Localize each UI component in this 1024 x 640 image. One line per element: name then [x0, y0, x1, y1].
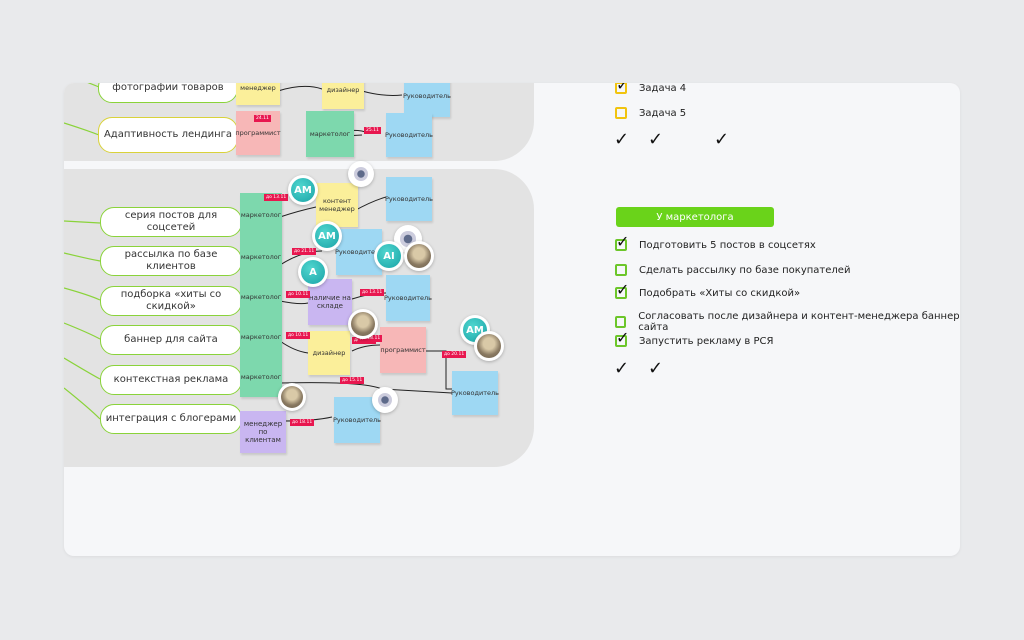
sticky-note[interactable]: маркетолог	[240, 357, 282, 397]
checklist-label: Задача 5	[639, 108, 686, 119]
user-avatar[interactable]: AI	[374, 241, 404, 271]
avatar-initials: AM	[315, 224, 339, 248]
task-pill[interactable]: интеграция с блогерами	[100, 404, 242, 434]
check-icon: ✓	[616, 234, 629, 250]
checklist-label: Сделать рассылку по базе покупателей	[639, 265, 850, 276]
checklist-item[interactable]: ✓ Подобрать «Хиты со скидкой»	[615, 287, 800, 299]
check-icon: ✓	[648, 358, 663, 379]
deadline-tag: до 13.11	[360, 289, 384, 296]
task-pill[interactable]: подборка «хиты со скидкой»	[100, 286, 242, 316]
checkbox[interactable]: ✓	[615, 287, 627, 299]
sticky-note[interactable]: Руководитель	[386, 177, 432, 221]
avatar-photo	[281, 386, 304, 409]
sticky-note[interactable]: Руководитель	[386, 275, 430, 321]
sticky-note[interactable]: маркетолог	[306, 111, 354, 157]
task-pill[interactable]: Адаптивность лендинга	[98, 117, 238, 153]
check-icon: ✓	[714, 129, 729, 150]
deadline-tag: до 10.11	[286, 332, 310, 339]
check-icon: ✓	[614, 129, 629, 150]
checklist-item[interactable]: ✓ Задача 4	[615, 83, 686, 94]
check-icon: ✓	[616, 282, 629, 298]
deadline-tag: до 10.11	[286, 291, 310, 298]
deadline-tag: 25.11	[364, 127, 381, 134]
sticky-note[interactable]: Руководитель	[404, 83, 450, 117]
deadline-tag: до 13.11	[264, 194, 288, 201]
checkbox[interactable]: ✓	[615, 335, 627, 347]
checklist-item[interactable]: Согласовать после дизайнера и контент-ме…	[615, 311, 960, 333]
section-header[interactable]: У маркетолога	[616, 207, 774, 227]
user-avatar[interactable]: A	[298, 257, 328, 287]
whiteboard-canvas[interactable]: фотографии товаров Адаптивность лендинга…	[64, 83, 960, 556]
deadline-tag: до 20.11	[442, 351, 466, 358]
sticky-note[interactable]: маркетолог	[240, 237, 282, 277]
user-avatar[interactable]	[348, 309, 378, 339]
user-avatar[interactable]	[404, 241, 434, 271]
sticky-note[interactable]: программист	[380, 327, 426, 373]
user-avatar[interactable]	[372, 387, 398, 413]
sticky-note[interactable]: маркетолог	[240, 277, 282, 317]
avatar-photo	[477, 334, 502, 359]
avatar-initials: AI	[377, 244, 401, 268]
sticky-note[interactable]: дизайнер	[308, 331, 350, 375]
avatar-initials: A	[301, 260, 325, 284]
checkbox[interactable]: ✓	[615, 239, 627, 251]
sticky-note[interactable]: дизайнер	[322, 83, 364, 109]
checkbox[interactable]	[615, 107, 627, 119]
check-icon: ✓	[616, 330, 629, 346]
task-pill[interactable]: рассылка по базе клиентов	[100, 246, 242, 276]
checkbox[interactable]: ✓	[615, 83, 627, 94]
company-logo-icon	[378, 393, 392, 407]
user-avatar[interactable]	[348, 161, 374, 187]
sticky-note[interactable]: маркетолог	[240, 317, 282, 357]
checklist-label: Подобрать «Хиты со скидкой»	[639, 288, 800, 299]
checkbox[interactable]	[615, 316, 626, 328]
sticky-note[interactable]: менеджер	[236, 83, 280, 105]
checklist-label: Согласовать после дизайнера и контент-ме…	[638, 311, 960, 333]
deadline-tag: 24.11	[254, 115, 271, 122]
checklist-label: Запустить рекламу в РСЯ	[639, 336, 773, 347]
company-logo-icon	[354, 167, 368, 181]
checklist-item[interactable]: Задача 5	[615, 107, 686, 119]
task-pill[interactable]: серия постов для соцсетей	[100, 207, 242, 237]
task-pill[interactable]: баннер для сайта	[100, 325, 242, 355]
deadline-tag: до 18.11	[290, 419, 314, 426]
check-icon: ✓	[614, 358, 629, 379]
sticky-note[interactable]: Руководитель	[452, 371, 498, 415]
checklist-item[interactable]: ✓ Подготовить 5 постов в соцсетях	[615, 239, 816, 251]
avatar-photo	[407, 244, 432, 269]
user-avatar[interactable]: AM	[312, 221, 342, 251]
sticky-note[interactable]: Руководитель	[386, 113, 432, 157]
checklist-label: Задача 4	[639, 83, 686, 94]
deadline-tag: до 21.11	[292, 248, 316, 255]
task-pill[interactable]: контекстная реклама	[100, 365, 242, 395]
checkbox[interactable]	[615, 264, 627, 276]
user-avatar[interactable]	[278, 383, 306, 411]
user-avatar[interactable]	[474, 331, 504, 361]
user-avatar[interactable]: AM	[288, 175, 318, 205]
checklist-item[interactable]: ✓ Запустить рекламу в РСЯ	[615, 335, 773, 347]
check-icon: ✓	[648, 129, 663, 150]
checklist-item[interactable]: Сделать рассылку по базе покупателей	[615, 264, 850, 276]
sticky-note[interactable]: менеджер по клиентам	[240, 411, 286, 453]
avatar-initials: AM	[291, 178, 315, 202]
avatar-photo	[351, 312, 376, 337]
sticky-note[interactable]: контент менеджер	[316, 183, 358, 227]
task-pill[interactable]: фотографии товаров	[98, 83, 238, 103]
deadline-tag: до 15.11	[340, 377, 364, 384]
checklist-label: Подготовить 5 постов в соцсетях	[639, 240, 816, 251]
check-icon: ✓	[616, 83, 629, 93]
